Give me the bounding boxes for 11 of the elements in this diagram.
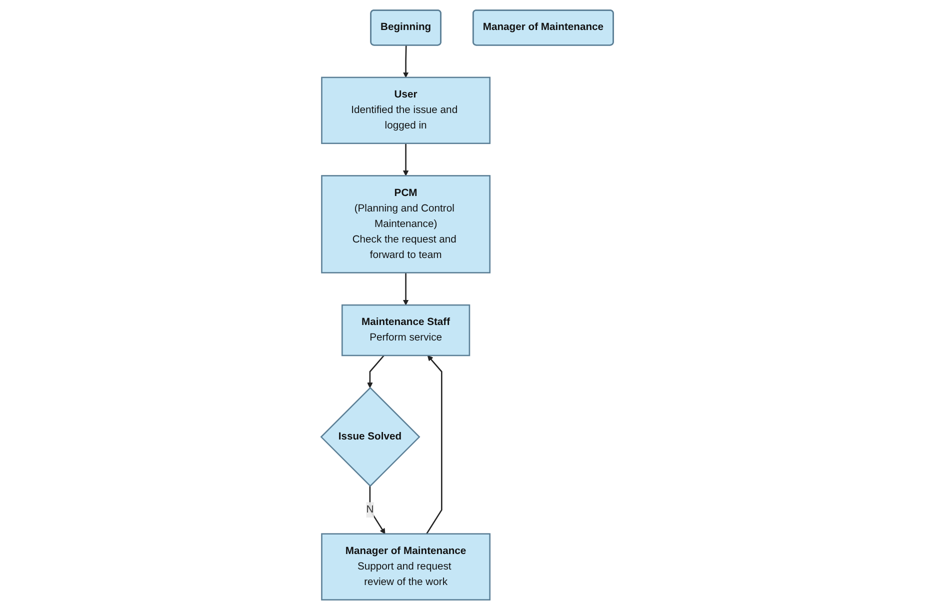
edge-label: N: [366, 504, 374, 515]
arrow: [402, 44, 408, 78]
arrow: [402, 272, 408, 305]
arrow: [402, 142, 408, 176]
node-box: PCM (Planning and Control Maintenance) Check the request and forward to team: [320, 174, 490, 273]
arrow: [366, 354, 384, 388]
node-diamond: Issue Solved: [320, 386, 420, 486]
node-box: Manager of Maintenance Support and request review of the work: [320, 532, 490, 600]
node-box: Maintenance Staff Perform service: [341, 304, 470, 356]
arrow: [426, 354, 442, 534]
node-box: User Identified the issue and logged in: [320, 76, 490, 144]
